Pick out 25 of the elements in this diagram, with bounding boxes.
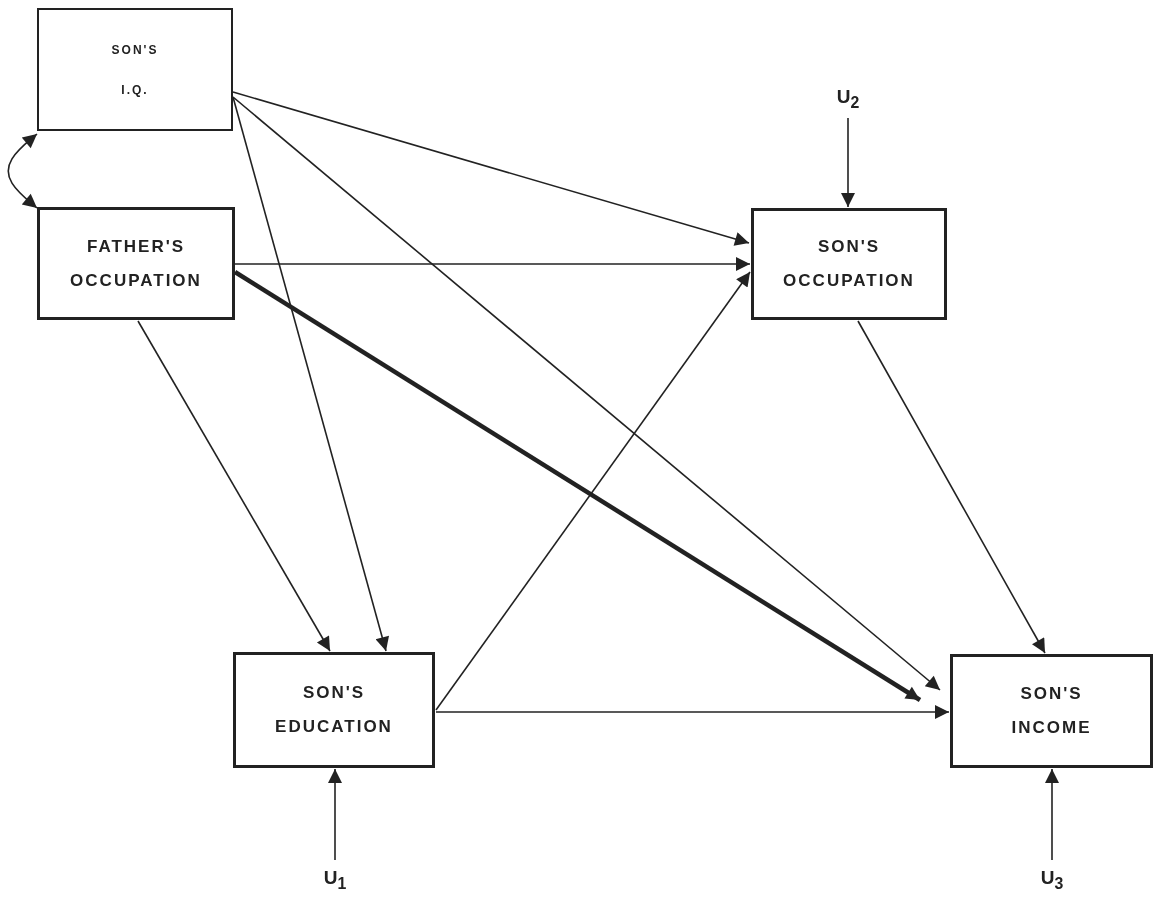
variable-box <box>233 652 435 768</box>
error-term-label: U$_{3}$ <box>1040 866 1064 894</box>
arrow <box>1045 768 1059 861</box>
arrow <box>233 270 922 702</box>
arrow <box>234 257 751 271</box>
arrow <box>435 271 751 711</box>
variable-box <box>950 654 1153 768</box>
arrow <box>328 768 342 861</box>
variable-label: SON'S I.Q. <box>110 41 160 99</box>
arrow <box>435 705 950 719</box>
variable-box <box>751 208 947 320</box>
variable-box <box>37 207 235 320</box>
error-term-label: U$_{1}$ <box>323 866 347 894</box>
variable-label: SON'S EDUCATION <box>274 682 394 738</box>
variable-label: SON'S OCCUPATION <box>782 236 916 292</box>
arrow <box>232 91 750 246</box>
variable-box <box>37 8 233 131</box>
arrow <box>137 320 331 652</box>
variable-label: FATHER'S OCCUPATION <box>69 235 203 292</box>
arrow <box>841 117 855 208</box>
variable-label: SON'S INCOME <box>1010 683 1093 739</box>
arrow <box>857 320 1046 654</box>
arrow <box>7 133 38 209</box>
arrow <box>232 96 941 691</box>
error-term-label: U$_{2}$ <box>836 85 860 113</box>
